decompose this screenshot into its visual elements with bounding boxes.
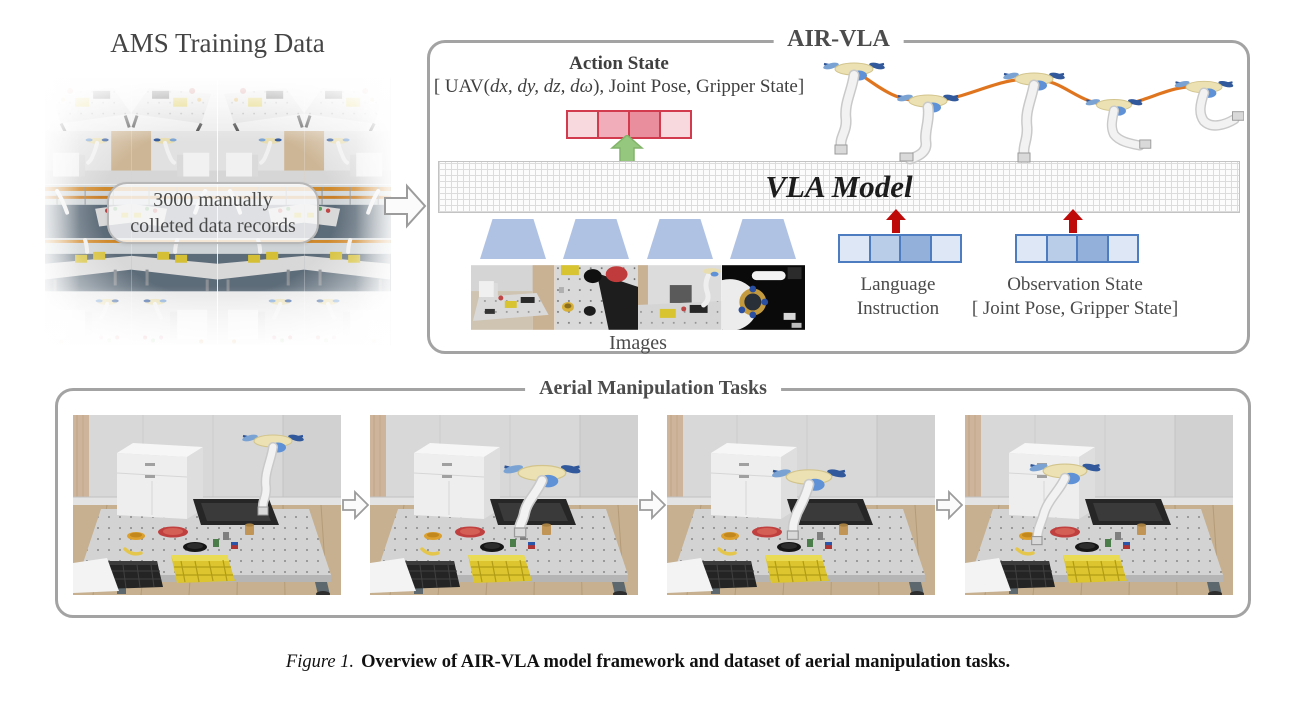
aerial-tasks-title: Aerial Manipulation Tasks [525,377,781,400]
training-sample-thumbnail [217,78,304,132]
training-sample-thumbnail [45,131,131,184]
callout-line1: 3000 manually [153,188,273,211]
task-frame-1 [73,415,341,595]
data-records-callout: 3000 manually colleted data records [107,182,319,244]
training-sample-thumbnail [131,131,217,184]
green-up-arrow-icon [609,135,645,163]
action-state-detail: [ UAV(dx, dy, dz, dω), Joint Pose, Gripp… [433,76,805,97]
flow-arrow-icon [384,183,427,229]
training-sample-thumbnail [131,78,218,132]
training-sample-thumbnail [131,238,217,291]
figure-caption-text: Overview of AIR-VLA model framework and … [361,652,1011,672]
task-frame-2 [370,415,638,595]
figure-caption: Figure 1. Overview of AIR-VLA model frame… [0,652,1296,673]
training-sample-thumbnail [218,131,304,184]
vision-encoder-4 [730,219,796,259]
callout-line2: colleted data records [130,215,296,237]
language-token-row [838,234,962,263]
action-state-title: Action State [569,53,669,74]
airvla-title: AIR-VLA [773,26,904,53]
camera-image-room-view [471,265,555,330]
camera-images-strip [471,265,805,330]
task-frame-3 [667,415,935,595]
training-sample-thumbnail [45,78,132,132]
training-sample-thumbnail [131,292,217,345]
observation-token-row [1015,234,1139,263]
vla-model-block: VLA Model [438,161,1240,213]
sequence-arrow-icon [936,489,963,521]
training-sample-thumbnail [304,238,390,291]
uav-trajectory-illustration [821,60,1244,165]
camera-image-table-closeup [554,265,638,330]
language-instruction-label: Language Instruction [856,274,940,320]
training-sample-thumbnail [303,78,390,132]
sequence-arrow-icon [342,489,369,521]
ams-training-data-title: AMS Training Data [110,28,325,58]
vla-model-label: VLA Model [765,169,913,204]
vision-encoder-3 [647,219,713,259]
training-sample-thumbnail [45,238,131,291]
red-up-arrow-icon [1063,209,1083,233]
figure-caption-label: Figure 1. [285,652,355,672]
observation-state-label: Observation State [ Joint Pose, Gripper … [971,274,1179,320]
action-state-block: Action State [ UAV(dx, dy, dz, dω), Join… [433,53,805,98]
task-frame-4 [965,415,1233,595]
training-sample-thumbnail [304,131,390,184]
aerial-tasks-panel: Aerial Manipulation Tasks [55,377,1251,618]
training-sample-thumbnail [218,238,304,291]
airvla-panel: AIR-VLA Action State [ UAV(dx, dy, dz, d… [427,26,1250,354]
camera-image-side-view [638,265,722,330]
training-sample-thumbnail [45,292,131,345]
red-up-arrow-icon [886,209,906,233]
training-sample-thumbnail [218,292,304,345]
camera-image-wrist-view [721,265,805,330]
images-label: Images [609,332,667,354]
sequence-arrow-icon [639,489,666,521]
vision-encoder-2 [563,219,629,259]
training-sample-thumbnail [304,292,390,345]
vision-encoder-1 [480,219,546,259]
